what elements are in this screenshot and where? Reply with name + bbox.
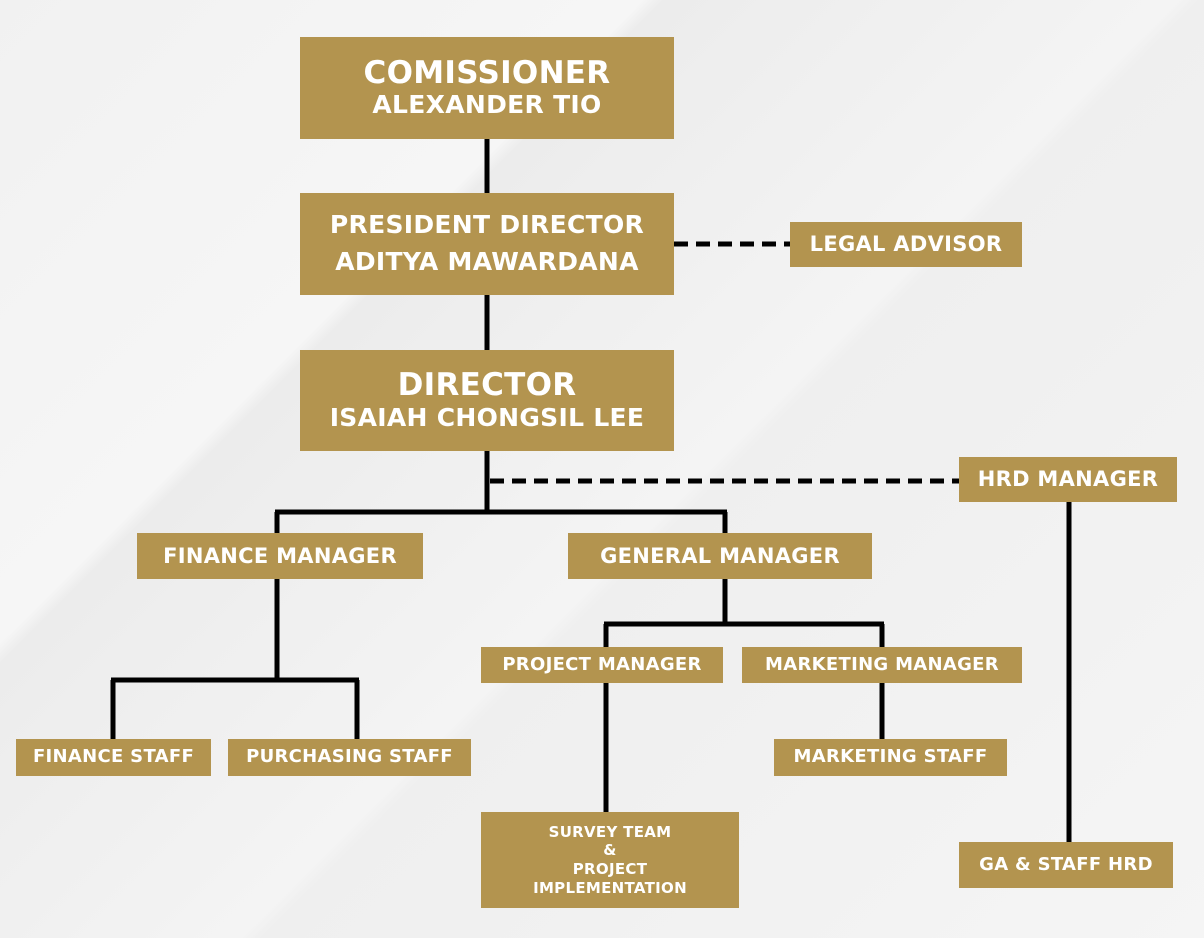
marketing-manager-box: MARKETING MANAGER: [742, 647, 1022, 683]
legal-advisor-box: LEGAL ADVISOR: [790, 222, 1022, 267]
president-director-name: ADITYA MAWARDANA: [335, 247, 639, 276]
commissioner-box: COMISSIONER ALEXANDER TIO: [300, 37, 674, 139]
survey-team-line4: IMPLEMENTATION: [533, 878, 687, 897]
director-name: ISAIAH CHONGSIL LEE: [329, 402, 645, 432]
director-title: DIRECTOR: [397, 367, 577, 404]
hrd-manager-box: HRD MANAGER: [959, 457, 1177, 502]
marketing-staff-box: MARKETING STAFF: [774, 739, 1007, 776]
commissioner-name: ALEXANDER TIO: [372, 90, 602, 120]
purchasing-staff-box: PURCHASING STAFF: [228, 739, 471, 776]
director-box: DIRECTOR ISAIAH CHONGSIL LEE: [300, 350, 674, 451]
survey-team-line2: &: [603, 841, 617, 860]
survey-team-line3: PROJECT: [572, 860, 648, 878]
survey-team-line1: SURVEY TEAM: [548, 822, 672, 841]
finance-manager-box: FINANCE MANAGER: [137, 533, 423, 579]
project-manager-box: PROJECT MANAGER: [481, 647, 723, 683]
survey-team-box: SURVEY TEAM & PROJECT IMPLEMENTATION: [481, 812, 739, 908]
ga-staff-hrd-box: GA & STAFF HRD: [959, 842, 1173, 888]
president-director-title: PRESIDENT DIRECTOR: [329, 210, 645, 240]
general-manager-box: GENERAL MANAGER: [568, 533, 872, 579]
president-director-box: PRESIDENT DIRECTOR ADITYA MAWARDANA: [300, 193, 674, 295]
finance-staff-box: FINANCE STAFF: [16, 739, 211, 776]
commissioner-title: COMISSIONER: [363, 54, 611, 91]
